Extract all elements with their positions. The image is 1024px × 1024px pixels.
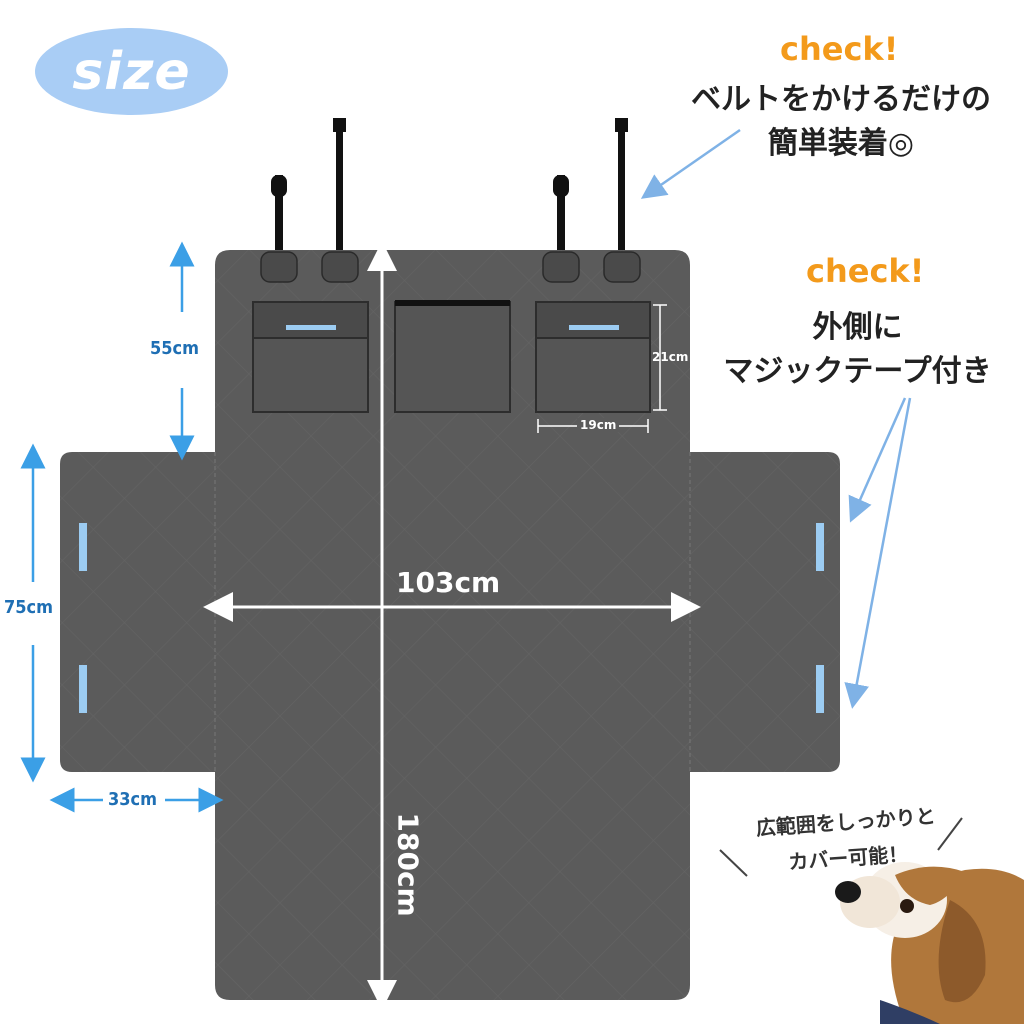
- side-flap-height-label: 75cm: [4, 597, 54, 618]
- strap-loops: [260, 251, 641, 283]
- small-pocket-height-label: 21cm: [652, 350, 689, 364]
- check-label-2: check!: [806, 252, 925, 290]
- beagle-dog-image: [835, 862, 1024, 1024]
- callout-arrows: [640, 128, 912, 709]
- small-pocket-width-label: 19cm: [577, 418, 620, 432]
- width-label: 103cm: [396, 566, 501, 599]
- callout-2-line1: 外側に: [812, 310, 903, 345]
- coverage-accent-marks: [719, 817, 963, 877]
- velcro-strips: [79, 523, 824, 713]
- callout-1-line2: 簡単装着◎: [767, 126, 915, 161]
- blue-dimension-lines: [20, 241, 224, 813]
- storage-pockets: [252, 300, 651, 413]
- callout-1-text: ベルトをかけるだけの 簡単装着◎: [656, 78, 1024, 166]
- length-label: 180cm: [391, 812, 425, 917]
- side-flap-width-label: 33cm: [108, 789, 158, 810]
- headrest-straps: [271, 118, 628, 260]
- callout-2-line2: マジックテープ付き: [723, 354, 992, 389]
- pocket-height-label: 55cm: [150, 338, 200, 359]
- seat-cover-mat: [60, 250, 840, 1000]
- white-dimension-lines: [203, 241, 701, 1010]
- size-badge-label: size: [72, 41, 191, 102]
- callout-2-text: 外側に マジックテープ付き: [700, 306, 1015, 394]
- callout-1-line1: ベルトをかけるだけの: [691, 82, 991, 117]
- size-badge: size: [35, 28, 228, 115]
- check-label-1: check!: [780, 30, 899, 68]
